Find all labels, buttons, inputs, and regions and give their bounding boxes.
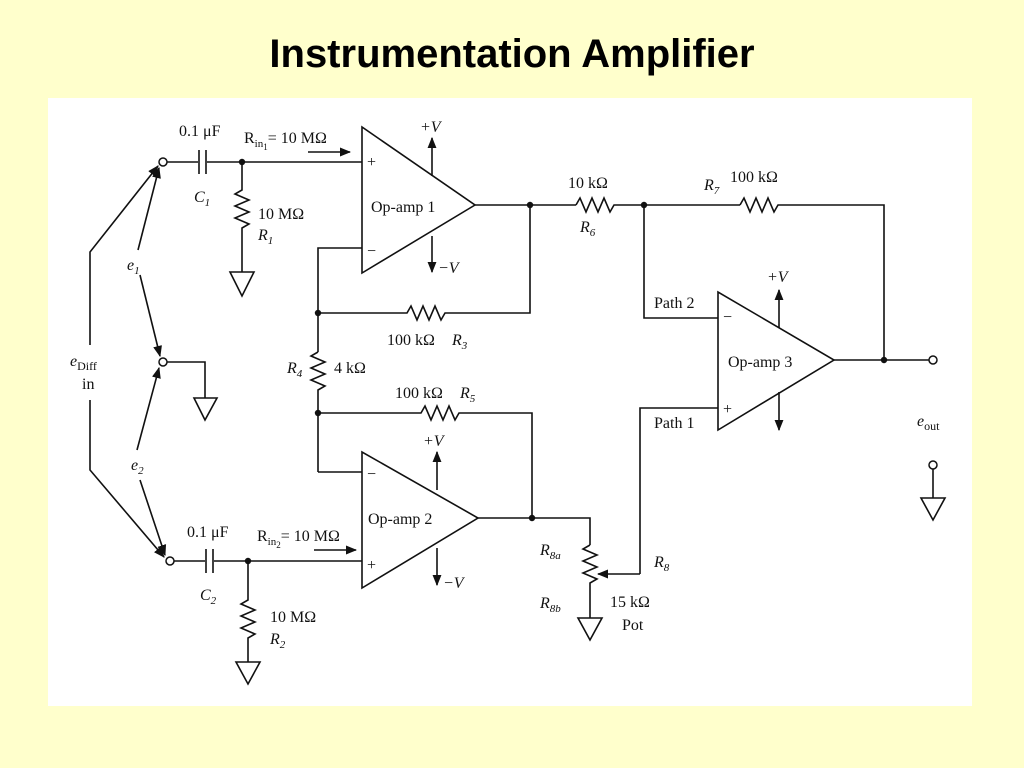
e2-arrow-up xyxy=(136,366,161,451)
resistor-r1 xyxy=(232,162,252,272)
r2-name-label: R2 xyxy=(269,631,286,651)
e1-label: e1 xyxy=(127,257,140,277)
opamp-3-plus: + xyxy=(723,401,732,418)
resistor-r3 xyxy=(318,205,531,323)
r5-name-label: R5 xyxy=(459,385,476,405)
resistor-r2 xyxy=(238,561,258,662)
opamp-2-vplus-label: +V xyxy=(423,433,446,450)
input-terminal-1 xyxy=(158,157,168,167)
ground-symbol-output xyxy=(919,497,947,522)
common-ground-wire xyxy=(167,361,206,398)
rin2-label: Rin2= 10 MΩ xyxy=(257,528,340,550)
opamp-2-output-wire xyxy=(478,517,591,545)
slide-title: Instrumentation Amplifier xyxy=(269,32,755,76)
pot-label: Pot xyxy=(622,617,644,634)
r7-value-label: 100 kΩ xyxy=(730,169,778,186)
r7-name-label: R7 xyxy=(703,177,720,197)
ground-symbol-common xyxy=(192,397,219,422)
opamp-3-label: Op-amp 3 xyxy=(728,354,792,371)
path-2-wire xyxy=(643,205,718,319)
input-terminal-common xyxy=(158,357,168,367)
circuit-figure: e1 e2 eDiff in 0.1 μF C1 10 MΩ R1 Rin1= … xyxy=(48,98,972,706)
ground-symbol-pot xyxy=(576,617,604,642)
c1-name-label: C1 xyxy=(194,189,210,209)
r6-value-label: 10 kΩ xyxy=(568,175,608,192)
potentiometer-r8 xyxy=(580,544,600,618)
opamp-3-triangle xyxy=(717,290,836,432)
r4-value-label: 4 kΩ xyxy=(334,360,366,377)
opamp-3-vplus-label: +V xyxy=(767,269,790,286)
opamp-2-label: Op-amp 2 xyxy=(368,511,432,528)
r1-name-label: R1 xyxy=(257,227,273,247)
resistor-r4 xyxy=(308,351,328,472)
opamp-1-vminus-label: −V xyxy=(438,260,461,277)
ediff-label: eDiff xyxy=(70,353,97,373)
opamp-1-inverting-wire xyxy=(317,247,362,352)
path-2-label: Path 2 xyxy=(654,295,694,312)
r8a-name-label: R8a xyxy=(539,542,561,562)
ediff-arrow-up xyxy=(89,165,159,345)
e2-arrow-down xyxy=(139,479,167,557)
eout-label: eout xyxy=(917,413,940,433)
opamp-2-plus: + xyxy=(367,557,376,574)
r2-value-label: 10 MΩ xyxy=(270,609,316,626)
c1-value-label: 0.1 μF xyxy=(179,123,221,140)
opamp-1-triangle xyxy=(361,125,477,275)
path-1-label: Path 1 xyxy=(654,415,694,432)
e1-arrow-up xyxy=(137,166,161,251)
c2-value-label: 0.1 μF xyxy=(187,524,229,541)
r3-name-label: R3 xyxy=(451,332,468,352)
opamp-1-vplus-label: +V xyxy=(420,119,443,136)
junction-opamp-1-output xyxy=(526,201,534,209)
r1-value-label: 10 MΩ xyxy=(258,206,304,223)
r4-name-label: R4 xyxy=(286,360,303,380)
opamp-1-minus: − xyxy=(367,243,376,260)
output-terminal xyxy=(928,355,938,365)
input-terminal-2 xyxy=(165,556,175,566)
r6-name-label: R6 xyxy=(579,219,596,239)
junction-opamp-2-output xyxy=(528,514,536,522)
opamp-2-vminus-label: −V xyxy=(443,575,466,592)
r5-value-label: 100 kΩ xyxy=(395,385,443,402)
opamp-3-minus: − xyxy=(723,309,732,326)
opamp-2-minus: − xyxy=(367,466,376,483)
output-ground-terminal xyxy=(928,460,938,470)
r8b-name-label: R8b xyxy=(539,595,561,615)
r3-value-label: 100 kΩ xyxy=(387,332,435,349)
resistor-r5 xyxy=(318,403,533,518)
e2-label: e2 xyxy=(131,457,144,477)
ground-symbol-r2 xyxy=(234,661,262,686)
e1-arrow-down xyxy=(139,274,162,358)
ediff-in-label: in xyxy=(82,376,94,393)
resistor-r7 xyxy=(739,195,885,360)
pot-value-label: 15 kΩ xyxy=(610,594,650,611)
opamp-1-label: Op-amp 1 xyxy=(371,199,435,216)
resistor-r6 xyxy=(575,195,740,215)
opamp-2-triangle xyxy=(361,450,480,590)
c2-name-label: C2 xyxy=(200,587,217,607)
circuit-schematic: e1 e2 eDiff in 0.1 μF C1 10 MΩ R1 Rin1= … xyxy=(70,119,947,686)
rin1-label: Rin1= 10 MΩ xyxy=(244,130,327,152)
r8-name-label: R8 xyxy=(653,554,670,574)
ground-symbol-r1 xyxy=(228,271,256,298)
ediff-arrow-down xyxy=(89,400,165,558)
junction-output xyxy=(880,356,888,364)
path-1-wire xyxy=(639,407,718,574)
opamp-1-plus: + xyxy=(367,154,376,171)
